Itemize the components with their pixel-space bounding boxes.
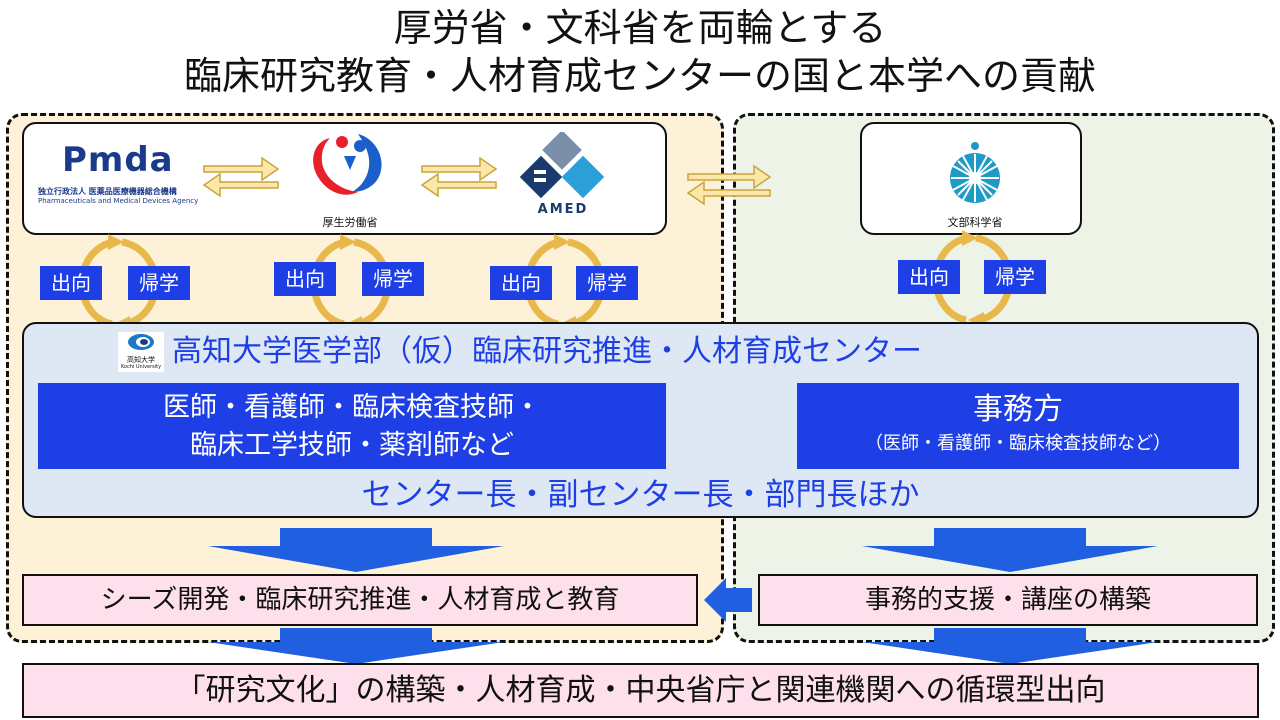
badge-out-mext: 出向	[898, 260, 960, 294]
admin-staff-box: 事務方 （医師・看護師・臨床検査技師など）	[797, 383, 1239, 469]
pmda-mark: Pmda	[62, 140, 174, 180]
down-arrow-left	[208, 528, 504, 572]
kochi-logo-sub: Kochi University	[120, 364, 162, 370]
outcome-admin: 事務的支援・講座の構築	[758, 574, 1258, 626]
title-line-2: 臨床研究教育・人材育成センターの国と本学への貢献	[183, 54, 1096, 98]
badge-return-pmda: 帰学	[128, 266, 190, 300]
title-line-1: 厚労省・文科省を両輪とする	[393, 6, 887, 50]
mhlw-logo: 厚生労働省	[300, 130, 400, 230]
admin-sub: （医師・看護師・臨床検査技師など）	[865, 433, 1171, 454]
staff-line-1: 医師・看護師・臨床検査技師・	[163, 392, 541, 423]
down-arrow-bottom-left	[208, 628, 504, 664]
leadership-text: センター長・副センター長・部門長ほか	[361, 477, 920, 513]
bottom-banner: 「研究文化」の構築・人材育成・中央省庁と関連機関への循環型出向	[22, 663, 1259, 718]
exchange-arrow-amed-mext	[686, 164, 772, 206]
kochi-emblem-icon	[128, 334, 154, 350]
staff-line-2: 臨床工学技師・薬剤師など	[190, 430, 514, 461]
badge-return-amed: 帰学	[576, 266, 638, 300]
left-arrow-admin-to-research	[704, 578, 752, 622]
mext-emblem-icon	[950, 142, 1000, 203]
mhlw-emblem-icon	[313, 134, 382, 195]
center-title: 高知大学医学部（仮）臨床研究推進・人材育成センター	[172, 334, 922, 369]
outcome-research: シーズ開発・臨床研究推進・人材育成と教育	[22, 574, 698, 626]
amed-emblem-icon	[519, 130, 605, 199]
exchange-arrow-pmda-mhlw	[202, 156, 280, 198]
medical-staff-box: 医師・看護師・臨床検査技師・ 臨床工学技師・薬剤師など	[38, 383, 666, 469]
badge-out-pmda: 出向	[40, 266, 102, 300]
kochi-university-logo: 高知大学 Kochi University	[118, 332, 164, 372]
badge-return-mext: 帰学	[984, 260, 1046, 294]
pmda-name-en: Pharmaceuticals and Medical Devices Agen…	[38, 197, 199, 205]
exchange-arrow-mhlw-amed	[420, 156, 498, 198]
amed-logo: AMED	[518, 130, 608, 222]
admin-title: 事務方	[973, 392, 1063, 427]
mext-logo: 文部科学省	[925, 140, 1025, 230]
mext-label: 文部科学省	[947, 216, 1003, 229]
badge-return-mhlw: 帰学	[362, 262, 424, 296]
down-arrow-right	[862, 528, 1158, 572]
mhlw-label: 厚生労働省	[322, 216, 378, 229]
pmda-logo: Pmda 独立行政法人 医薬品医療機器総合機構 Pharmaceuticals …	[38, 140, 198, 220]
badge-out-amed: 出向	[490, 266, 552, 300]
down-arrow-bottom-right	[862, 628, 1158, 664]
amed-label: AMED	[537, 202, 589, 217]
pmda-name-jp: 独立行政法人 医薬品医療機器総合機構	[38, 187, 177, 196]
badge-out-mhlw: 出向	[274, 262, 336, 296]
kochi-logo-text: 高知大学	[127, 356, 155, 364]
